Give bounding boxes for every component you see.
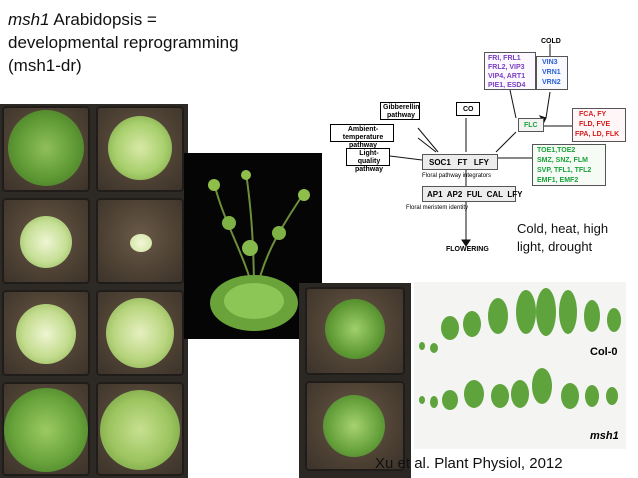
vrn-gene: VIN3 — [542, 59, 558, 66]
title-line3: (msh1-dr) — [8, 56, 82, 75]
tray-cell — [2, 198, 90, 284]
meristem-box: AP1 AP2 FUL CAL LFY — [422, 186, 522, 202]
stress-note: Cold, heat, high light, drought — [517, 220, 608, 256]
co-label: CO — [463, 106, 474, 113]
flc-activators-box: FRI, FRL1 FRL2, VIP3 VIP4, ART1 PIE1, ES… — [484, 52, 536, 90]
cold-label: COLD — [541, 38, 561, 45]
gibberellin-box: Gibberellin pathway — [380, 102, 420, 120]
flc-activator: FRL2, VIP3 — [488, 64, 525, 71]
plant-tray-photo — [0, 104, 188, 478]
tray-cell — [2, 382, 90, 476]
autonomous-gene: FCA, FY — [579, 111, 607, 118]
tray-cell — [96, 382, 184, 476]
vrn-gene: VRN2 — [542, 79, 561, 86]
flc-box: FLC — [518, 118, 544, 132]
pot-cell — [305, 287, 405, 375]
tray-cell — [2, 106, 90, 192]
flowering-label: FLOWERING — [446, 246, 489, 253]
flc-activator: VIP4, ART1 — [488, 73, 526, 80]
title-line2: developmental reprogramming — [8, 33, 239, 52]
stress-note-line2: light, drought — [517, 239, 593, 254]
gibberellin-label: Gibberellin pathway — [383, 104, 420, 119]
bolting-plant-photo — [184, 153, 322, 339]
integrators-genes: SOC1 FT LFY — [429, 158, 490, 167]
light-quality-box: Light-quality pathway — [346, 148, 390, 173]
co-box: CO — [456, 102, 480, 116]
meristem-caption: Floral meristem identity — [406, 205, 469, 211]
flowering-pathway-diagram: COLD FRI, FRL1 FRL2, VIP3 VIP4, ART1 PIE… — [326, 30, 626, 260]
repressor-gene: EMF1, EMF2 — [537, 177, 579, 184]
slide-title: msh1 Arabidopsis = developmental reprogr… — [8, 8, 278, 77]
integrators-caption: Floral pathway integrators — [422, 173, 492, 179]
msh1-label: msh1 — [590, 430, 619, 442]
citation: Xu et al. Plant Physiol, 2012 — [375, 455, 563, 472]
stress-note-line1: Cold, heat, high — [517, 221, 609, 236]
repressor-gene: SMZ, SNZ, FLM — [537, 157, 588, 164]
leaf-series-photo: Col-0 msh1 — [414, 282, 626, 449]
tray-cell — [96, 198, 184, 284]
repressor-gene: TOE1,TOE2 — [537, 147, 576, 154]
repressor-gene: SVP, TFL1, TFL2 — [537, 167, 592, 174]
ambient-temperature-box: Ambient-temperature pathway — [330, 124, 394, 149]
tray-cell — [96, 106, 184, 192]
ambient-temperature-label: Ambient-temperature pathway — [342, 126, 384, 149]
title-gene: msh1 — [8, 10, 50, 29]
flc-activator: PIE1, ESD4 — [488, 82, 526, 89]
tray-cell — [2, 290, 90, 376]
flc-activator: FRI, FRL1 — [488, 55, 521, 62]
title-line1: Arabidopsis = — [49, 10, 157, 29]
autonomous-gene: FLD, FVE — [579, 121, 611, 128]
potted-plants-photo — [299, 283, 411, 478]
vrn-gene: VRN1 — [542, 69, 561, 76]
autonomous-gene: FPA, LD, FLK — [575, 131, 620, 138]
meristem-genes: AP1 AP2 FUL CAL LFY — [427, 190, 523, 199]
repressors-box: TOE1,TOE2 SMZ, SNZ, FLM SVP, TFL1, TFL2 … — [532, 144, 606, 186]
integrators-box: SOC1 FT LFY — [422, 154, 498, 170]
pot-cell — [305, 381, 405, 471]
autonomous-pathway-box: FCA, FY FLD, FVE FPA, LD, FLK — [572, 108, 626, 142]
flc-label: FLC — [524, 122, 538, 129]
tray-cell — [96, 290, 184, 376]
light-quality-label: Light-quality pathway — [354, 150, 383, 173]
vernalization-box: VIN3 VRN1 VRN2 — [536, 56, 568, 90]
col0-label: Col-0 — [590, 346, 618, 358]
